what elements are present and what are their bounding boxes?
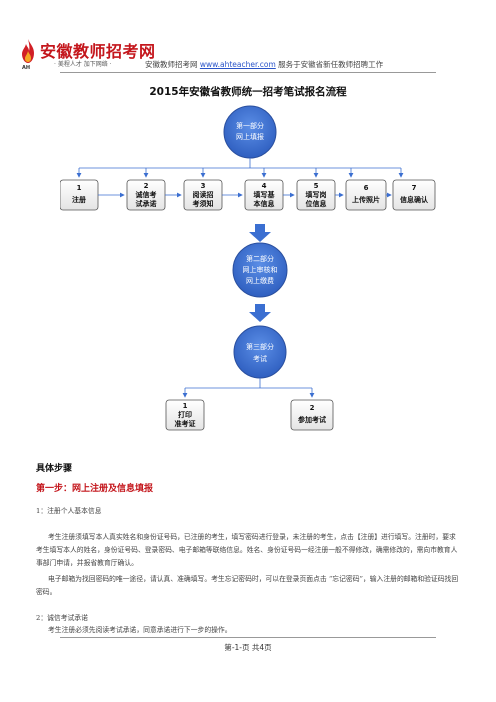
exam-connectors: [182, 378, 315, 398]
flow-diagram: 第一部分 网上填报 1 注册 2 诚信考 试承诺 3 阅读招 考须知 4 填写基: [60, 105, 436, 431]
step-3-label-b: 考须知: [193, 199, 214, 208]
exam-box-2: 2 参加考试: [290, 399, 334, 431]
step-2-label-b: 试承诺: [136, 199, 157, 208]
step-4-label-a: 填写基: [254, 190, 276, 199]
step-4-label-b: 本信息: [253, 199, 275, 208]
document-title: 2015年安徽省教师统一招考笔试报名流程: [149, 86, 347, 98]
stage-2-sublabel-a: 网上审核和: [243, 265, 278, 274]
stage-1-node: 第一部分 网上填报: [223, 105, 277, 159]
stage-2-node: 第二部分 网上审核和 网上缴费: [232, 242, 288, 298]
step-3-number: 3: [201, 182, 206, 190]
down-arrow-1: [249, 224, 271, 242]
step-1-heading: 第一步：网上注册及信息填报: [36, 484, 154, 494]
step-box-2: 2 诚信考 试承诺: [126, 179, 166, 211]
step-1-label: 注册: [72, 195, 86, 204]
tree-connectors: [76, 158, 404, 178]
footer-divider: [60, 637, 436, 638]
header-info: 安徽教师招考网 www.ahteacher.com 服务于安徽省新任教师招聘工作: [145, 59, 383, 70]
exam-1-label-b: 准考证: [175, 419, 196, 428]
step-box-1: 1 注册: [60, 179, 99, 211]
stage-3-node: 第三部分 考试: [233, 325, 287, 379]
step-2-label-a: 诚信考: [136, 190, 157, 199]
exam-box-1: 1 打印 准考证: [165, 399, 205, 431]
step-box-7: 7 信息确认: [392, 179, 436, 211]
step-box-5: 5 填写岗 位信息: [296, 179, 336, 211]
step-4-number: 4: [262, 182, 267, 190]
item-1-heading: 1：注册个人基本信息: [36, 507, 102, 515]
logo-title: 安徽教师招考网: [40, 42, 156, 61]
stage-1-sublabel: 网上填报: [236, 132, 264, 141]
stage-2-label: 第二部分: [246, 254, 274, 263]
section-heading: 具体步骤: [36, 464, 73, 474]
page-footer: 第-1-页 共4页: [224, 643, 272, 652]
header-divider: [60, 72, 436, 73]
down-arrow-2: [249, 304, 271, 322]
logo-mark: AH: [22, 65, 31, 71]
step-box-6: 6 上传照片: [345, 179, 387, 211]
exam-2-label: 参加考试: [298, 415, 326, 424]
step-7-label: 信息确认: [400, 195, 429, 204]
stage-3-label: 第三部分: [246, 342, 274, 351]
step-2-number: 2: [144, 182, 149, 190]
paragraph-3: 考生注册必须先阅读考试承诺，同意承诺进行下一步的操作。: [48, 626, 232, 634]
step-5-label-b: 位信息: [306, 199, 327, 208]
step-7-number: 7: [412, 184, 417, 192]
stage-1-label: 第一部分: [236, 121, 264, 130]
exam-1-label-a: 打印: [178, 410, 192, 419]
stage-2-sublabel-b: 网上缴费: [246, 276, 274, 285]
site-logo: AH 安徽教师招考网 · 美程人才 加下网络 ·: [20, 38, 200, 78]
header-suffix: 服务于安徽省新任教师招聘工作: [278, 60, 384, 69]
logo-slogan: · 美程人才 加下网络 ·: [54, 61, 112, 68]
exam-2-number: 2: [310, 404, 315, 412]
step-3-label-a: 阅读招: [193, 190, 214, 199]
paragraph-2: 电子邮箱为找回密码的唯一途径，请认真、准确填写。考生忘记密码时，可以在登录页面点…: [36, 575, 459, 596]
site-link[interactable]: www.ahteacher.com: [199, 60, 276, 69]
header-prefix: 安徽教师招考网: [145, 60, 198, 69]
stage-3-sublabel: 考试: [253, 354, 267, 363]
step-5-label-a: 填写岗: [306, 190, 327, 199]
item-2-heading: 2：诚信考试承诺: [36, 614, 88, 622]
step-6-label: 上传照片: [352, 195, 380, 204]
step-1-number: 1: [77, 184, 82, 192]
step-box-4: 4 填写基 本信息: [244, 179, 284, 211]
exam-1-number: 1: [183, 402, 188, 410]
step-6-number: 6: [364, 184, 369, 192]
step-5-number: 5: [314, 182, 319, 190]
flame-icon: [22, 39, 34, 63]
step-box-3: 3 阅读招 考须知: [183, 179, 223, 211]
paragraph-1: 考生注册须填写本人真实姓名和身份证号码，已注册的考生，填写密码进行登录，未注册的…: [36, 533, 458, 567]
